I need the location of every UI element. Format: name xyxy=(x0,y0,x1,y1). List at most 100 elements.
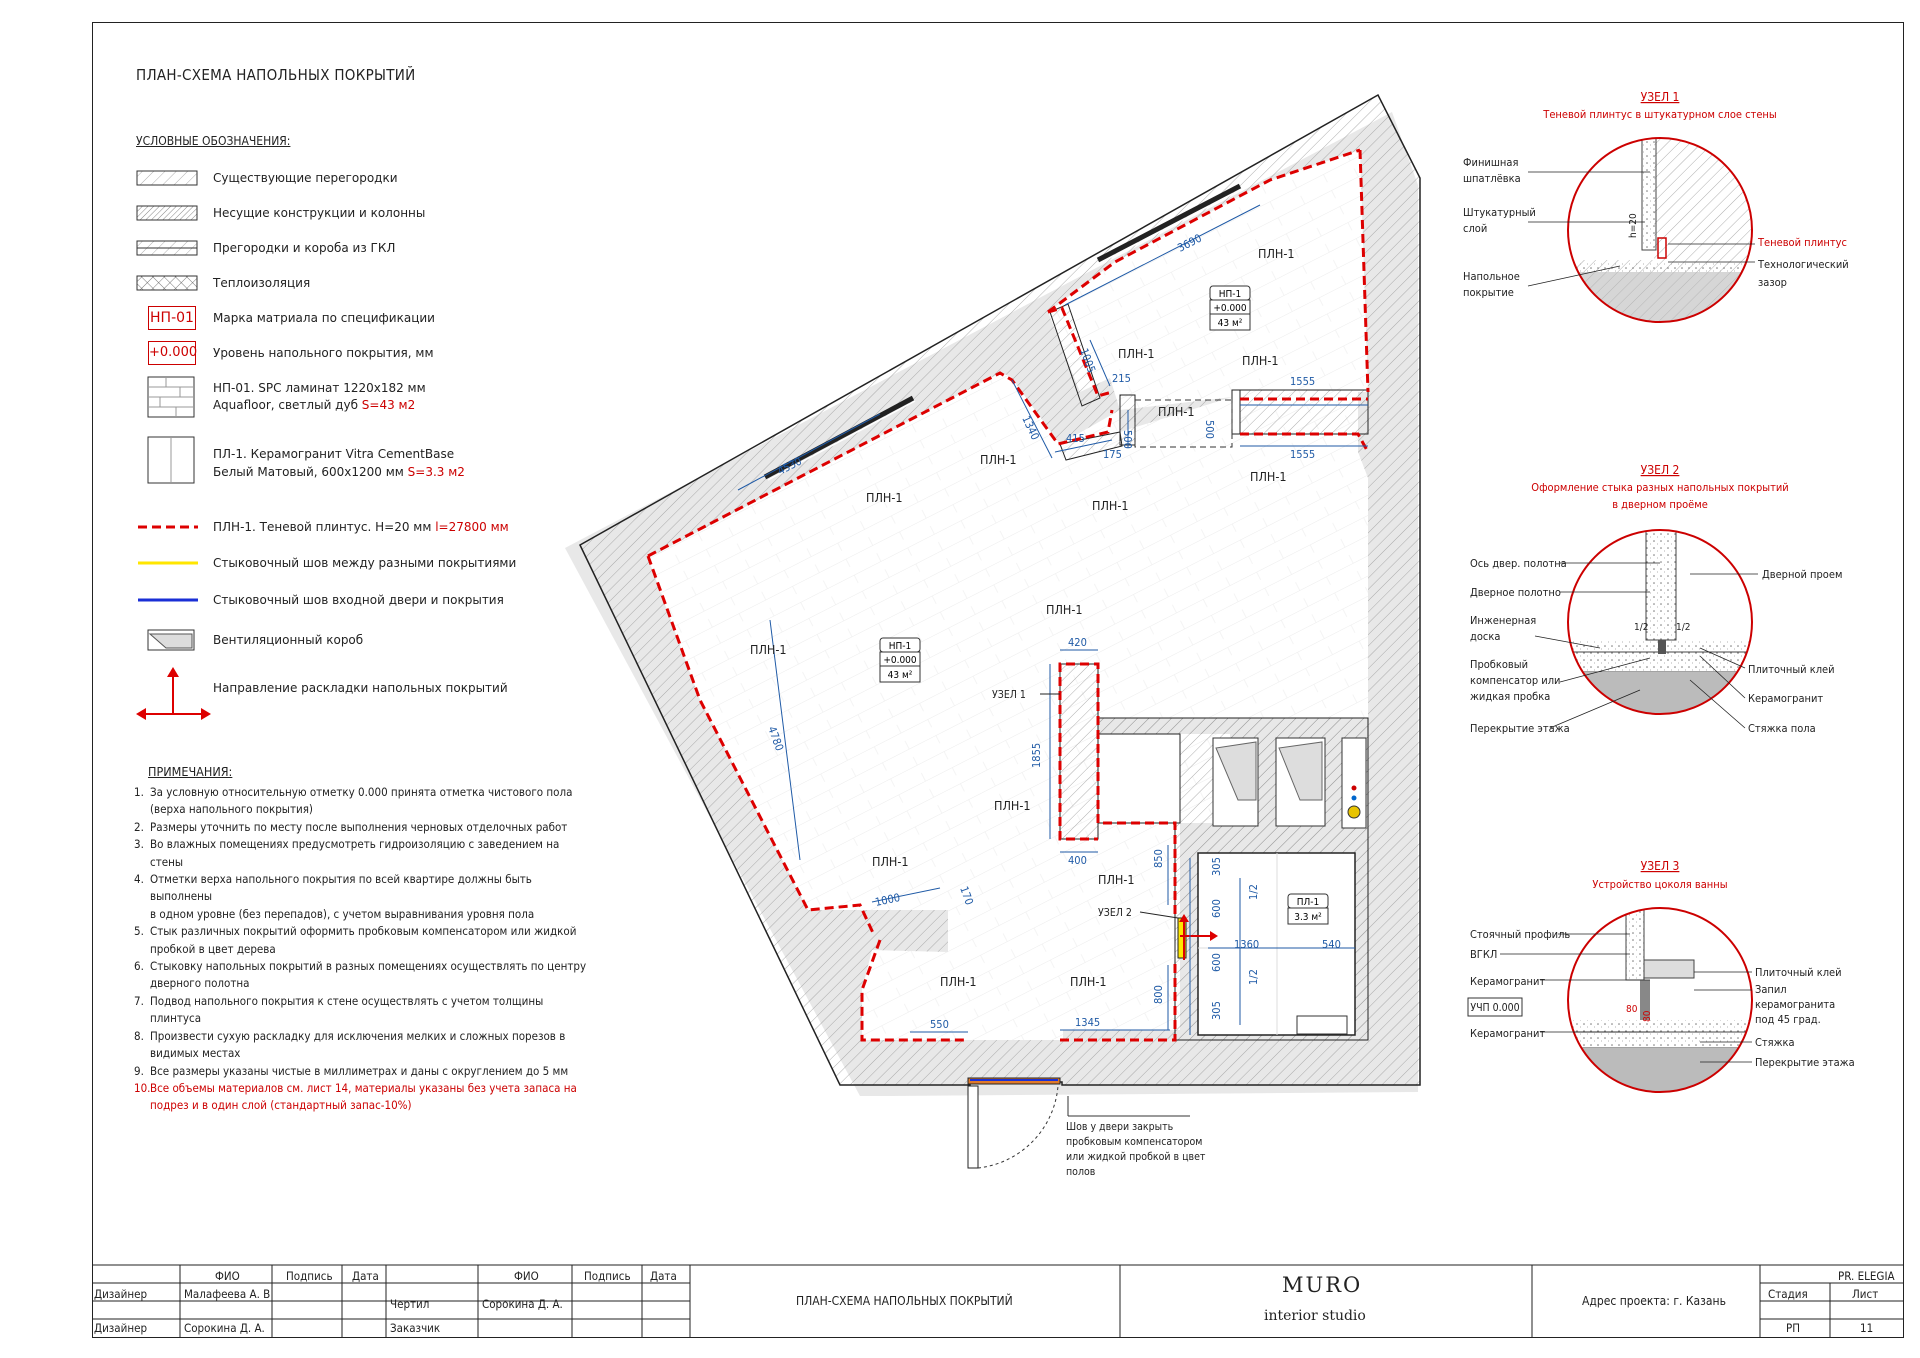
dim-label: 540 xyxy=(1322,938,1341,951)
n2-label: Дверное полотно xyxy=(1470,586,1561,599)
legend-label: Стыковочный шов между разными покрытиями xyxy=(213,556,517,570)
room-tag-main: НП-1 +0.000 43 м² xyxy=(879,637,921,683)
dim-label: 1/2 xyxy=(1247,969,1260,985)
legend-pl1-line2: Белый Матовый, 600х1200 мм S=3.3 м2 xyxy=(213,464,465,480)
door-note: Шов у двери закрыть пробковым компенсато… xyxy=(1066,1096,1206,1178)
pln-label: ПЛН-1 xyxy=(1250,469,1287,484)
dim-label: 550 xyxy=(930,1018,949,1031)
n3-80: 80 xyxy=(1626,1004,1638,1015)
stamp-stage-value: РП xyxy=(1786,1321,1801,1335)
door-note-line: пробковым компенсатором xyxy=(1066,1136,1202,1148)
room-mark: НП-1 xyxy=(1219,289,1242,300)
node3-subtitle: Устройство цоколя ванны xyxy=(1592,878,1727,891)
dim-label: 1/2 xyxy=(1247,884,1260,900)
note-item: 7.Подвод напольного покрытия к стене осу… xyxy=(134,993,594,1010)
mark-code: НП-01 xyxy=(148,306,196,330)
stamp-name: Сорокина Д. А. xyxy=(184,1321,265,1335)
pln-labels: ПЛН-1 ПЛН-1 ПЛН-1 ПЛН-1 ПЛН-1 ПЛН-1 ПЛН-… xyxy=(750,246,1295,989)
note-text: в одном уровне (без перепадов), с учетом… xyxy=(150,906,535,921)
room-area: 43 м² xyxy=(1218,318,1243,329)
note-item: 9.Все размеры указаны чистые в миллиметр… xyxy=(134,1063,594,1080)
opening-outline xyxy=(1134,399,1233,448)
node3-title: УЗЕЛ 3 xyxy=(1641,859,1680,873)
dim-label: 850 xyxy=(1152,849,1165,868)
pln-label: ПЛН-1 xyxy=(866,490,903,505)
legend-label: Направление раскладки напольных покрытий xyxy=(213,681,508,695)
note-text: Стык различных покрытий оформить пробков… xyxy=(150,924,577,939)
n2-label: Плиточный клей xyxy=(1748,663,1835,676)
n3-label: Стяжка xyxy=(1755,1036,1795,1049)
pln-label: ПЛН-1 xyxy=(1098,872,1135,887)
door-note-line: полов xyxy=(1066,1166,1096,1178)
notes-list: 1.За условную относительную отметку 0.00… xyxy=(134,784,594,1115)
dim-label: 170 xyxy=(957,885,976,907)
n1-label: Теневой плинтус xyxy=(1757,236,1847,249)
note-item: видимых местах xyxy=(134,1045,594,1062)
n2-label: Стяжка пола xyxy=(1748,722,1816,735)
n2-label: Дверной проем xyxy=(1762,568,1842,581)
shadow-baseboard xyxy=(647,371,1114,558)
note-text: За условную относительную отметку 0.000 … xyxy=(150,785,573,799)
note-number: 3. xyxy=(134,837,144,852)
note-item: в одном уровне (без перепадов), с учетом… xyxy=(134,906,594,923)
legend-pln-label: ПЛН-1. Теневой плинтус. Н=20 мм l=27800 … xyxy=(213,519,509,535)
stamp-name: Сорокина Д. А. xyxy=(482,1297,563,1311)
n1-label: шпатлёвка xyxy=(1463,172,1521,185)
stamp-role: Чертил xyxy=(390,1297,430,1311)
n3-level-box xyxy=(1467,997,1523,1017)
riser-dot xyxy=(1351,795,1357,801)
dim-label: 500 xyxy=(1203,420,1216,439)
main-floor-laminate xyxy=(648,373,1368,1040)
legend-label: Несущие конструкции и колонны xyxy=(213,206,426,220)
n2-half: 1/2 xyxy=(1634,622,1648,633)
shadow-baseboard xyxy=(1047,148,1361,314)
stamp-sheet-title: ПЛАН-СХЕМА НАПОЛЬНЫХ ПОКРЫТИЙ xyxy=(796,1294,1013,1308)
dim-label: 305 xyxy=(1210,1001,1223,1020)
n2-label: Ось двер. полотна xyxy=(1470,557,1567,570)
pln-label: ПЛН-1 xyxy=(940,974,977,989)
room-level: +0.000 xyxy=(1213,303,1247,314)
dim-label: 1555 xyxy=(1290,375,1315,388)
note-text: Произвести сухую раскладку для исключени… xyxy=(150,1028,566,1043)
door-note-line: Шов у двери закрыть xyxy=(1066,1121,1174,1133)
n1-label: зазор xyxy=(1758,276,1787,289)
note-text: дверного полотна xyxy=(150,976,250,991)
shadow-baseboard xyxy=(1358,149,1370,393)
note-item: 5.Стык различных покрытий оформить пробк… xyxy=(134,923,594,940)
pln-label: ПЛН-1 xyxy=(1070,974,1107,989)
shadow-baseboard xyxy=(860,939,968,1042)
window xyxy=(1096,183,1242,263)
n2-label: Перекрытие этажа xyxy=(1470,722,1570,735)
arrow-head-icon xyxy=(1210,931,1218,941)
door-leaf xyxy=(967,1085,979,1169)
note-text: Размеры уточнить по месту после выполнен… xyxy=(150,819,568,834)
note-text: Отметки верха напольного покрытия по все… xyxy=(150,872,532,904)
note-item: 10.Все объемы материалов см. лист 14, ма… xyxy=(134,1080,594,1097)
room-area: 3.3 м² xyxy=(1294,912,1322,923)
n1-label: покрытие xyxy=(1463,286,1514,299)
pl1-area: S=3.3 м2 xyxy=(407,465,465,479)
n3-label: Перекрытие этажа xyxy=(1755,1056,1855,1069)
pln-label: ПЛН-1 xyxy=(1242,353,1279,368)
pln-label: ПЛН-1 xyxy=(1092,498,1129,513)
pl1-name: Белый Матовый, 600х1200 мм xyxy=(213,465,408,479)
n3-80: 80 xyxy=(1642,1010,1653,1022)
note-item: подрез и в один слой (стандартный запас-… xyxy=(134,1097,594,1114)
n3-label: керамогранита xyxy=(1755,998,1835,1011)
note-number: 7. xyxy=(134,993,144,1008)
arrow-head-icon xyxy=(1179,914,1189,922)
room-area: 43 м² xyxy=(888,670,913,681)
stamp-date: Дата xyxy=(352,1269,379,1283)
n1-label: Финишная xyxy=(1463,156,1518,169)
dim-label: 600 xyxy=(1210,899,1223,918)
stamp-name: Малафеева А. В xyxy=(184,1287,271,1301)
n1-label: Напольное xyxy=(1463,270,1520,283)
note-text: Все размеры указаны чистые в миллиметрах… xyxy=(150,1063,569,1078)
page-title: ПЛАН-СХЕМА НАПОЛЬНЫХ ПОКРЫТИЙ xyxy=(136,66,416,84)
stamp-stage-label: Стадия xyxy=(1768,1287,1808,1301)
pln-label: ПЛН-1 xyxy=(750,642,787,657)
n1-h: h=20 xyxy=(1628,213,1639,238)
n1-label: Технологический xyxy=(1757,258,1849,271)
legend-label: Теплоизоляция xyxy=(213,276,311,290)
